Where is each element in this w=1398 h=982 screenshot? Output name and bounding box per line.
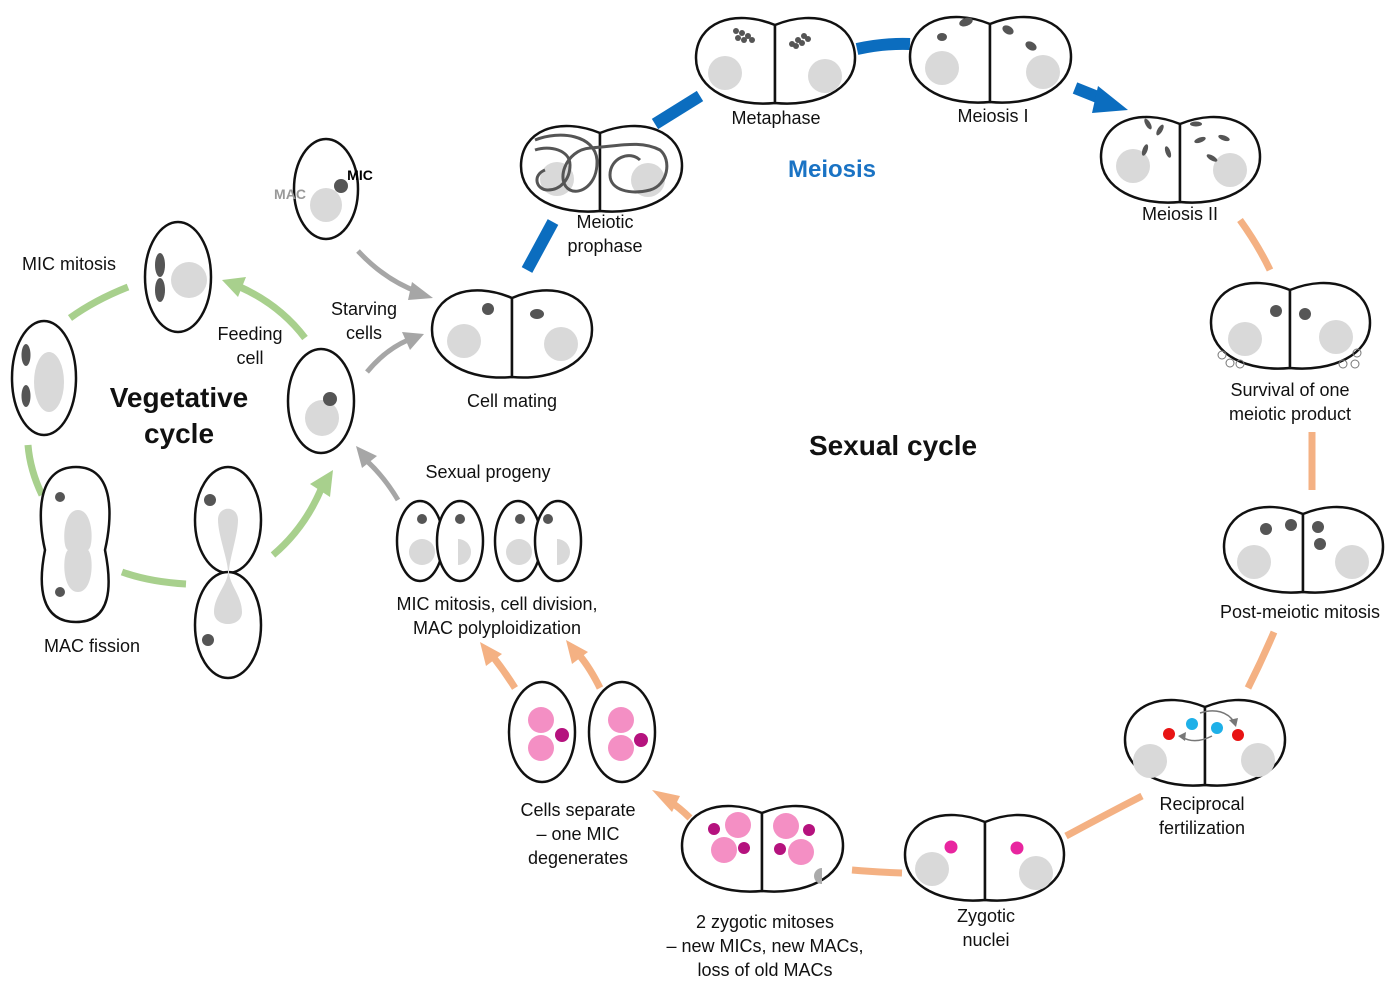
feeding-cell [288, 349, 354, 453]
dividing-cell [195, 467, 261, 678]
zygotic-mitoses-label: 2 zygotic mitoses – new MICs, new MACs, … [640, 910, 890, 982]
blue-arrow-2 [655, 96, 700, 124]
meiosis-ii-pair [1101, 117, 1260, 203]
metaphase-label: Metaphase [716, 106, 836, 130]
mac-fission-cell [41, 467, 110, 622]
orange-arrow-3 [1248, 632, 1274, 688]
blue-arrowhead-4 [1092, 86, 1128, 113]
meiosis-i-pair [910, 16, 1071, 103]
metaphase-pair [696, 18, 855, 104]
post-meiotic-mitosis-label: Post-meiotic mitosis [1206, 600, 1394, 624]
mic-label: MIC [342, 163, 378, 187]
mac-fission-label: MAC fission [22, 634, 162, 658]
starving-cells-label: Starving cells [318, 297, 410, 345]
cells-separate-label: Cells separate – one MIC degenerates [498, 798, 658, 870]
separated-cell-left [509, 682, 575, 782]
mic-dividing-cell [12, 321, 76, 435]
feeding-cell-label: Feeding cell [205, 322, 295, 370]
separated-cell-right [589, 682, 655, 782]
vegetative-arrow-1 [70, 287, 128, 318]
reciprocal-fertilization-label: Reciprocal fertilization [1130, 792, 1274, 840]
survival-label: Survival of one meiotic product [1210, 378, 1370, 426]
post-meiotic-mitosis-pair [1224, 507, 1383, 593]
meiosis-ii-label: Meiosis II [1124, 202, 1236, 226]
orange-arrow-1 [1240, 220, 1270, 270]
vegetative-arrow-4 [273, 487, 322, 555]
zygotic-mitoses-pair [682, 806, 843, 892]
meiotic-prophase-label: Meiotic prophase [545, 210, 665, 258]
cell-mating-pair [432, 290, 592, 377]
meiosis-i-label: Meiosis I [937, 104, 1049, 128]
orange-arrow-7 [494, 658, 515, 688]
grey-arrow-progeny [368, 462, 398, 500]
mac-label: MAC [268, 182, 312, 206]
mic-mitosis-division-label: MIC mitosis, cell division, MAC polyploi… [372, 592, 622, 640]
mic-mitosis-cell [145, 222, 211, 332]
cell-mating-label: Cell mating [442, 389, 582, 413]
meiotic-prophase-pair [521, 126, 682, 212]
blue-arrow-3 [857, 44, 910, 49]
zygotic-nuclei-label: Zygotic nuclei [936, 904, 1036, 952]
meiosis-title: Meiosis [762, 158, 902, 182]
survival-pair [1211, 283, 1370, 369]
grey-arrow-mac-mic [358, 251, 418, 292]
sexual-progeny-cells [397, 501, 581, 581]
sexual-cycle-title: Sexual cycle [770, 428, 1016, 464]
vegetative-arrow-2 [28, 445, 42, 495]
vegetative-arrow-3 [122, 572, 186, 584]
mic-mitosis-label: MIC mitosis [4, 252, 134, 276]
grey-arrowhead-mac-mic [408, 282, 433, 300]
zygotic-nuclei-pair [905, 815, 1064, 901]
vegetative-cycle-title: Vegetative cycle [86, 380, 272, 452]
orange-arrow-8 [580, 656, 600, 688]
orange-arrow-5 [852, 870, 902, 873]
reciprocal-fertilization-pair [1125, 700, 1285, 786]
sexual-progeny-label: Sexual progeny [404, 460, 572, 484]
